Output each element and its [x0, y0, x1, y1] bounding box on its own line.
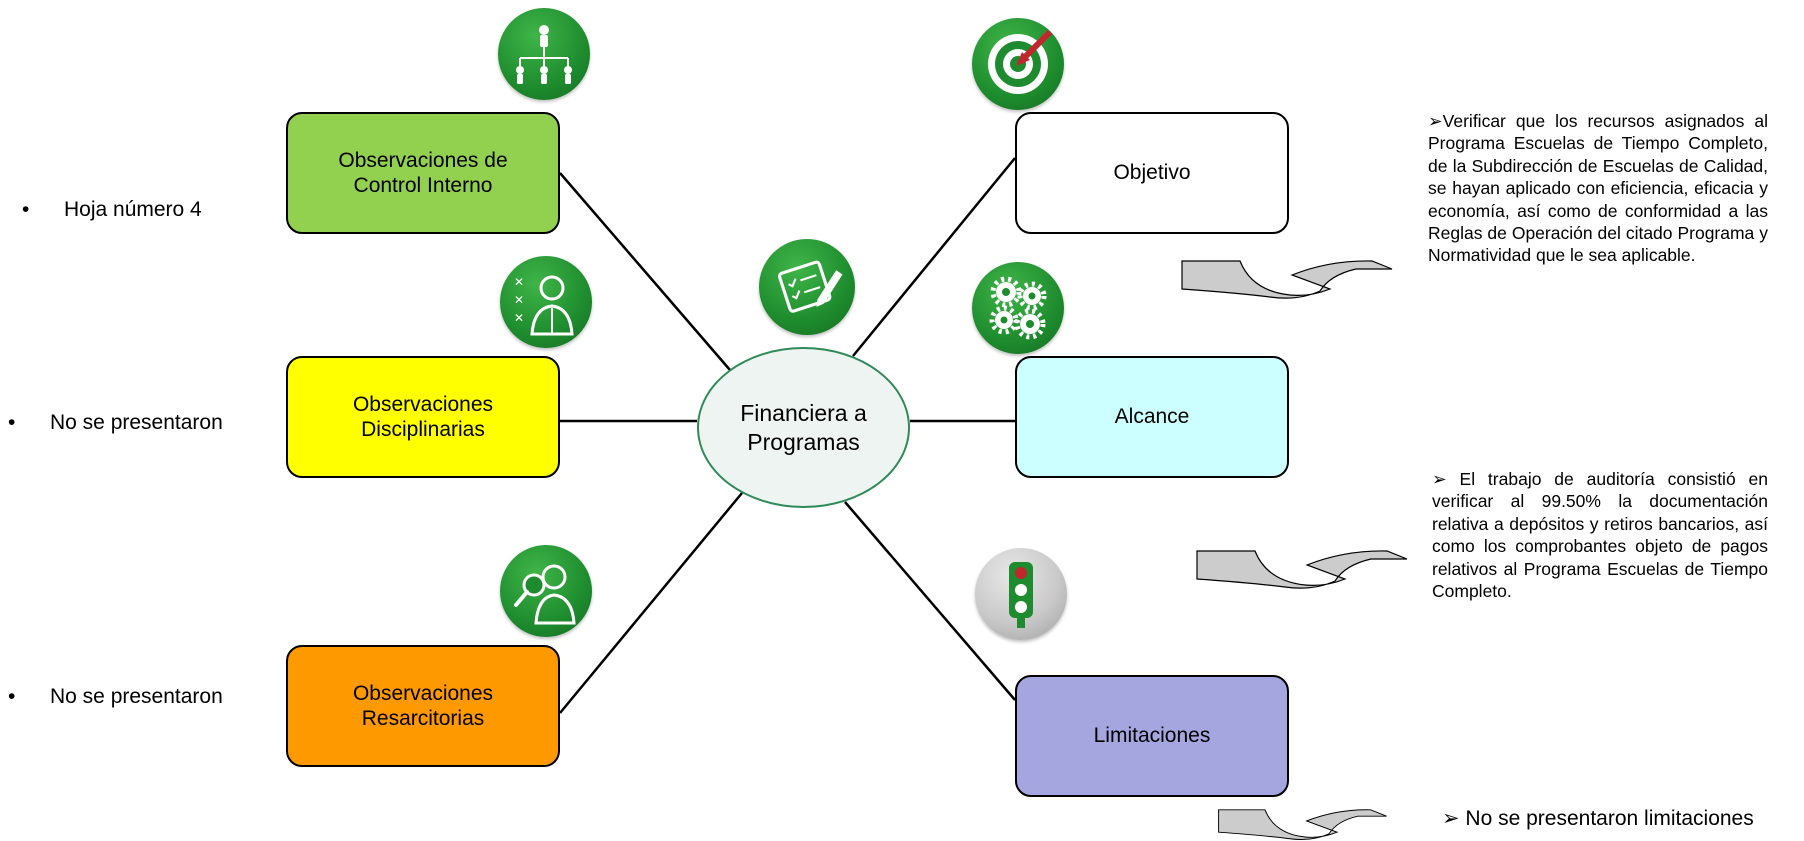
svg-text:✕: ✕ [514, 293, 524, 307]
target-icon [972, 18, 1064, 110]
svg-text:✕: ✕ [514, 311, 524, 325]
node-objetivo: Objetivo [1015, 112, 1289, 234]
note-control-interno-text: Hoja número 4 [64, 198, 202, 221]
node-limitaciones: Limitaciones [1015, 675, 1289, 797]
gears-icon [972, 262, 1064, 354]
connector-objetivo [852, 157, 1016, 357]
node-disciplinarias-line1: Observaciones [352, 392, 494, 416]
note-disciplinarias: • No se presentaron [8, 411, 223, 435]
svg-text:✕: ✕ [514, 275, 524, 289]
description-alcance: ➢ El trabajo de auditoría consistió en v… [1432, 469, 1768, 601]
note-control-interno: • Hoja número 4 [22, 198, 202, 222]
center-node-line1: Financiera a [740, 400, 867, 427]
node-objetivo-label: Objetivo [1113, 161, 1191, 185]
note-resarcitorias-text: No se presentaron [50, 685, 223, 708]
node-limitaciones-label: Limitaciones [1093, 724, 1211, 748]
person-checklist-icon: ✕ ✕ ✕ [500, 256, 592, 348]
description-limitaciones: ➢ No se presentaron limitaciones [1442, 807, 1754, 830]
curved-arrow-objetivo [1181, 260, 1393, 299]
curved-arrow-limitaciones [1218, 809, 1387, 840]
center-node-line2: Programas [747, 428, 860, 455]
node-resarcitorias-line1: Observaciones [352, 681, 494, 705]
curved-arrow-alcance [1196, 550, 1408, 589]
connector-resarcitorias [559, 492, 743, 714]
node-control-interno-line2: Control Interno [353, 174, 493, 197]
connector-limitaciones [844, 501, 1016, 701]
bullet-icon: • [22, 198, 30, 221]
bullet-icon: • [8, 685, 16, 708]
node-alcance-label: Alcance [1114, 405, 1190, 429]
bullet-icon: • [8, 411, 16, 434]
checklist-pen-icon [759, 239, 855, 335]
node-disciplinarias-line2: Disciplinarias [361, 418, 485, 441]
node-control-interno-line1: Observaciones de [338, 148, 508, 172]
description-objetivo: ➢Verificar que los recursos asignados al… [1428, 111, 1768, 266]
traffic-light-icon [975, 548, 1067, 640]
connector-control-interno [559, 172, 731, 371]
org-chart-icon [498, 8, 590, 100]
note-disciplinarias-text: No se presentaron [50, 411, 223, 434]
person-magnifier-icon [500, 545, 592, 637]
note-resarcitorias: • No se presentaron [8, 685, 223, 709]
node-resarcitorias-line2: Resarcitorias [361, 707, 485, 730]
node-alcance: Alcance [1015, 356, 1289, 478]
